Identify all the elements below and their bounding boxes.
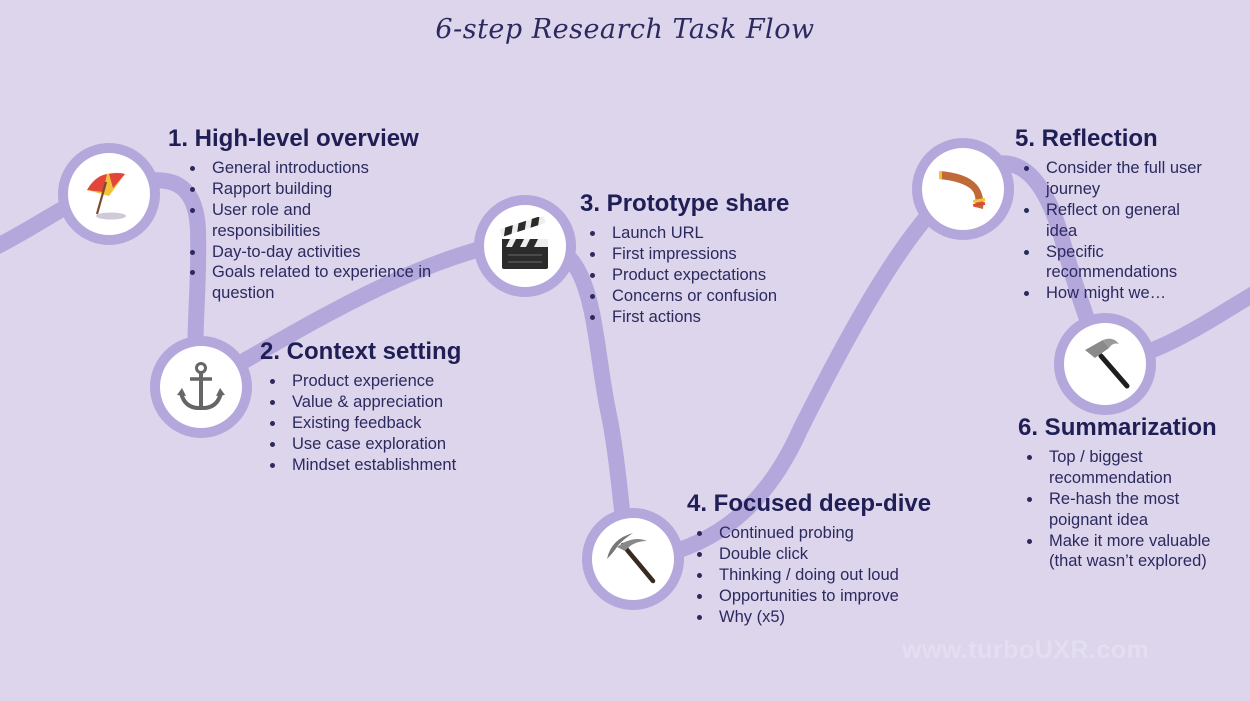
step-5-node [912, 138, 1014, 240]
step-5-title: 5. Reflection [1015, 125, 1158, 152]
step-4-node [582, 508, 684, 610]
step-5-list: Consider the full user journey Reflect o… [1015, 158, 1240, 304]
list-item: Rapport building [190, 179, 438, 200]
step-6: 6. Summarization Top / biggest recommend… [1018, 414, 1243, 572]
pickaxe-icon [603, 529, 663, 589]
step-2-list: Product experience Value & appreciation … [260, 371, 490, 475]
step-1-title: 1. High-level overview [168, 125, 419, 152]
list-item: Consider the full user journey [1024, 158, 1211, 200]
list-item: First impressions [590, 244, 820, 265]
step-4: 4. Focused deep-dive Continued probing D… [687, 490, 947, 627]
watermark: www.turboUXR.com [902, 636, 1150, 664]
list-item: Reflect on general idea [1024, 200, 1211, 242]
step-2-title: 2. Context setting [260, 338, 462, 365]
list-item: Value & appreciation [270, 392, 490, 413]
list-item: Product expectations [590, 265, 820, 286]
list-item: Thinking / doing out loud [697, 565, 947, 586]
clapperboard-icon [496, 217, 554, 275]
step-3: 3. Prototype share Launch URL First impr… [580, 190, 820, 327]
anchor-icon [173, 359, 229, 415]
list-item: First actions [590, 307, 820, 328]
list-item: User role and responsibilities [190, 200, 342, 242]
step-3-list: Launch URL First impressions Product exp… [580, 223, 820, 327]
step-1: 1. High-level overview General introduct… [168, 125, 438, 304]
list-item: Day-to-day activities [190, 242, 438, 263]
list-item: Product experience [270, 371, 490, 392]
list-item: Make it more valuable (that wasn’t explo… [1027, 531, 1227, 573]
list-item: Existing feedback [270, 413, 490, 434]
list-item: General introductions [190, 158, 438, 179]
step-6-node [1054, 313, 1156, 415]
page-title: 6-step Research Task Flow [435, 14, 815, 45]
step-4-title: 4. Focused deep-dive [687, 490, 932, 517]
list-item: Continued probing [697, 523, 947, 544]
list-item: Launch URL [590, 223, 820, 244]
boomerang-icon [933, 159, 993, 219]
step-5: 5. Reflection Consider the full user jou… [1015, 125, 1240, 304]
step-4-list: Continued probing Double click Thinking … [687, 523, 947, 627]
step-2-node [150, 336, 252, 438]
hammer-icon [1075, 334, 1135, 394]
step-3-title: 3. Prototype share [580, 190, 790, 217]
list-item: Concerns or confusion [590, 286, 820, 307]
step-3-node [474, 195, 576, 297]
list-item: Use case exploration [270, 434, 490, 455]
list-item: Goals related to experience in question [190, 262, 442, 304]
step-2: 2. Context setting Product experience Va… [260, 338, 490, 475]
list-item: Mindset establishment [270, 455, 490, 476]
step-6-list: Top / biggest recommendation Re-hash the… [1018, 447, 1243, 572]
list-item: Top / biggest recommendation [1027, 447, 1209, 489]
list-item: How might we… [1024, 283, 1240, 304]
list-item: Double click [697, 544, 947, 565]
list-item: Re-hash the most poignant idea [1027, 489, 1209, 531]
list-item: Opportunities to improve [697, 586, 947, 607]
list-item: Specific recommendations [1024, 242, 1211, 284]
list-item: Why (x5) [697, 607, 947, 628]
step-6-title: 6. Summarization [1018, 414, 1217, 441]
step-1-list: General introductions Rapport building U… [168, 158, 438, 304]
umbrella-icon [79, 164, 139, 224]
step-1-node [58, 143, 160, 245]
